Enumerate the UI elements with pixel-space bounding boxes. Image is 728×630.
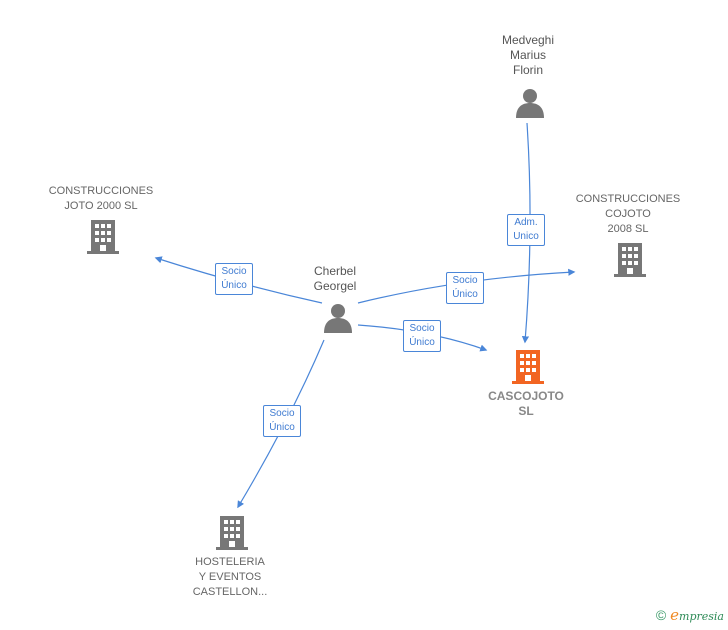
brand-name: mpresia [679, 610, 724, 623]
node-label-construcciones-joto[interactable]: CONSTRUCCIONES JOTO 2000 SL [49, 184, 154, 214]
edge-label-to-joto[interactable]: Socio Único [215, 263, 253, 295]
edge-label-medveghi-to-cascojoto[interactable]: Adm. Unico [507, 214, 545, 246]
node-label-line: JOTO 2000 SL [64, 200, 138, 212]
node-label-line: CONSTRUCCIONES [575, 193, 681, 205]
edge-label-line: Socio [409, 323, 435, 334]
edge-label-line: Único [452, 289, 478, 300]
edge-label-to-cascojoto[interactable]: Socio Único [403, 320, 441, 352]
edge-label-line: Socio [221, 266, 247, 277]
node-label-line: HOSTELERIA [195, 556, 265, 568]
edge-label-line: Unico [513, 231, 539, 242]
edge-label-line: Único [409, 337, 435, 348]
brand-initial: e [670, 606, 680, 624]
node-label-line: 2008 SL [607, 223, 649, 235]
node-label-cascojoto[interactable]: CASCOJOTO SL [488, 389, 564, 419]
edge-label-line: Único [221, 280, 247, 291]
node-label-line: Cherbel [313, 264, 357, 278]
building-icon-construcciones-joto[interactable] [87, 220, 119, 254]
node-label-line: CONSTRUCCIONES [48, 185, 154, 197]
node-label-line: Marius [509, 48, 546, 62]
person-icon-medveghi[interactable] [516, 89, 544, 118]
empresia-brand[interactable]: ©empresia [656, 606, 724, 624]
building-icon-cascojoto[interactable] [512, 350, 544, 384]
node-label-hosteleria[interactable]: HOSTELERIA Y EVENTOS CASTELLON... [193, 555, 268, 600]
building-icon-construcciones-cojoto[interactable] [614, 243, 646, 277]
node-label-line: Georgel [313, 279, 357, 293]
edge-label-to-cojoto[interactable]: Socio Único [446, 272, 484, 304]
person-icon-cherbel[interactable] [324, 304, 352, 333]
node-label-line: SL [518, 404, 534, 418]
copyright-icon: © [655, 607, 667, 623]
node-label-line: Florin [512, 63, 543, 77]
node-label-medveghi[interactable]: Medveghi Marius Florin [502, 33, 554, 78]
edge-label-line: Socio [269, 408, 295, 419]
building-icon-hosteleria[interactable] [216, 516, 248, 550]
node-label-line: Y EVENTOS [198, 571, 262, 583]
edge-label-line: Socio [452, 275, 478, 286]
node-label-line: CASTELLON... [192, 586, 268, 598]
node-label-construcciones-cojoto[interactable]: CONSTRUCCIONES COJOTO 2008 SL [576, 192, 681, 237]
node-label-line: Medveghi [501, 33, 555, 47]
edge-label-line: Único [269, 422, 295, 433]
node-label-cherbel[interactable]: Cherbel Georgel [314, 264, 357, 294]
edge-label-line: Adm. [514, 217, 538, 228]
node-label-line: COJOTO [605, 208, 651, 220]
edge-label-to-hosteleria[interactable]: Socio Único [263, 405, 301, 437]
node-label-line: CASCOJOTO [488, 389, 564, 403]
